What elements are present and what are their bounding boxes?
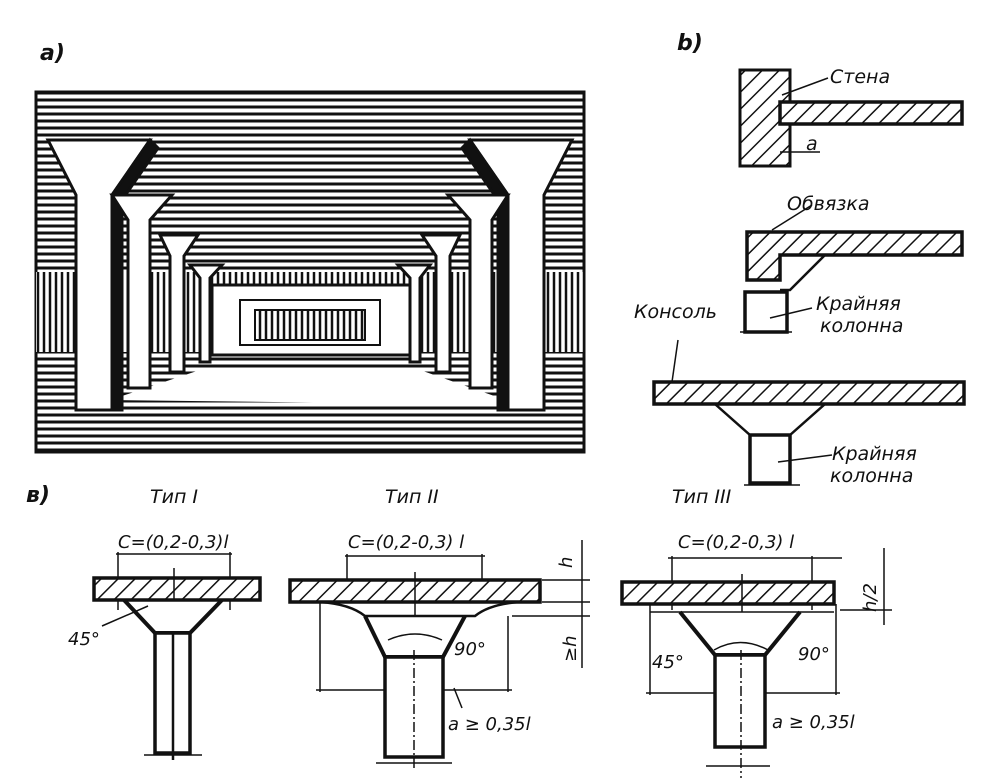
type-3-base-formula: a ≥ 0,35l bbox=[772, 712, 855, 733]
type-1-capital-drawing bbox=[92, 552, 262, 760]
type-1-title: Тип I bbox=[150, 486, 198, 508]
type-2-angle: 90° bbox=[454, 639, 486, 660]
wall-label: Стена bbox=[830, 66, 890, 88]
type-3-angle-left: 45° bbox=[652, 652, 684, 673]
panel-label-a: a) bbox=[40, 41, 65, 66]
type-2-capital-dim: ≥h bbox=[560, 636, 581, 663]
tie-beam-detail bbox=[740, 204, 964, 334]
edge-column-label-1-line1: Крайняя bbox=[816, 293, 901, 315]
type-2-capital-drawing bbox=[288, 540, 590, 770]
type-3-angle-right: 90° bbox=[798, 644, 830, 665]
type-2-base-formula: a ≥ 0,35l bbox=[448, 714, 531, 735]
edge-column-label-1-line2: колонна bbox=[820, 315, 903, 337]
type-1-angle: 45° bbox=[68, 629, 100, 650]
panel-label-b: b) bbox=[677, 31, 703, 56]
edge-column-label-2-line2: колонна bbox=[830, 465, 913, 487]
tie-beam-label: Обвязка bbox=[787, 193, 870, 215]
wall-support-detail bbox=[738, 68, 964, 168]
hall-perspective-illustration bbox=[34, 90, 586, 454]
type-2-slab-dim: h bbox=[556, 557, 577, 568]
type-2-span-formula: C=(0,2-0,3) l bbox=[348, 532, 464, 553]
console-capital-detail bbox=[652, 339, 966, 486]
type-3-slab-dim: h/2 bbox=[860, 583, 881, 612]
edge-column-label-2-line1: Крайняя bbox=[832, 443, 917, 465]
panel-label-v: в) bbox=[26, 483, 50, 508]
wall-bearing-dim: a bbox=[806, 133, 818, 155]
type-3-capital-drawing bbox=[620, 548, 892, 778]
type-3-span-formula: C=(0,2-0,3) l bbox=[678, 532, 794, 553]
type-3-title: Тип III bbox=[672, 486, 732, 508]
type-2-title: Тип II bbox=[385, 486, 439, 508]
type-1-span-formula: C=(0,2-0,3)l bbox=[118, 532, 228, 553]
console-label: Консоль bbox=[634, 301, 717, 323]
